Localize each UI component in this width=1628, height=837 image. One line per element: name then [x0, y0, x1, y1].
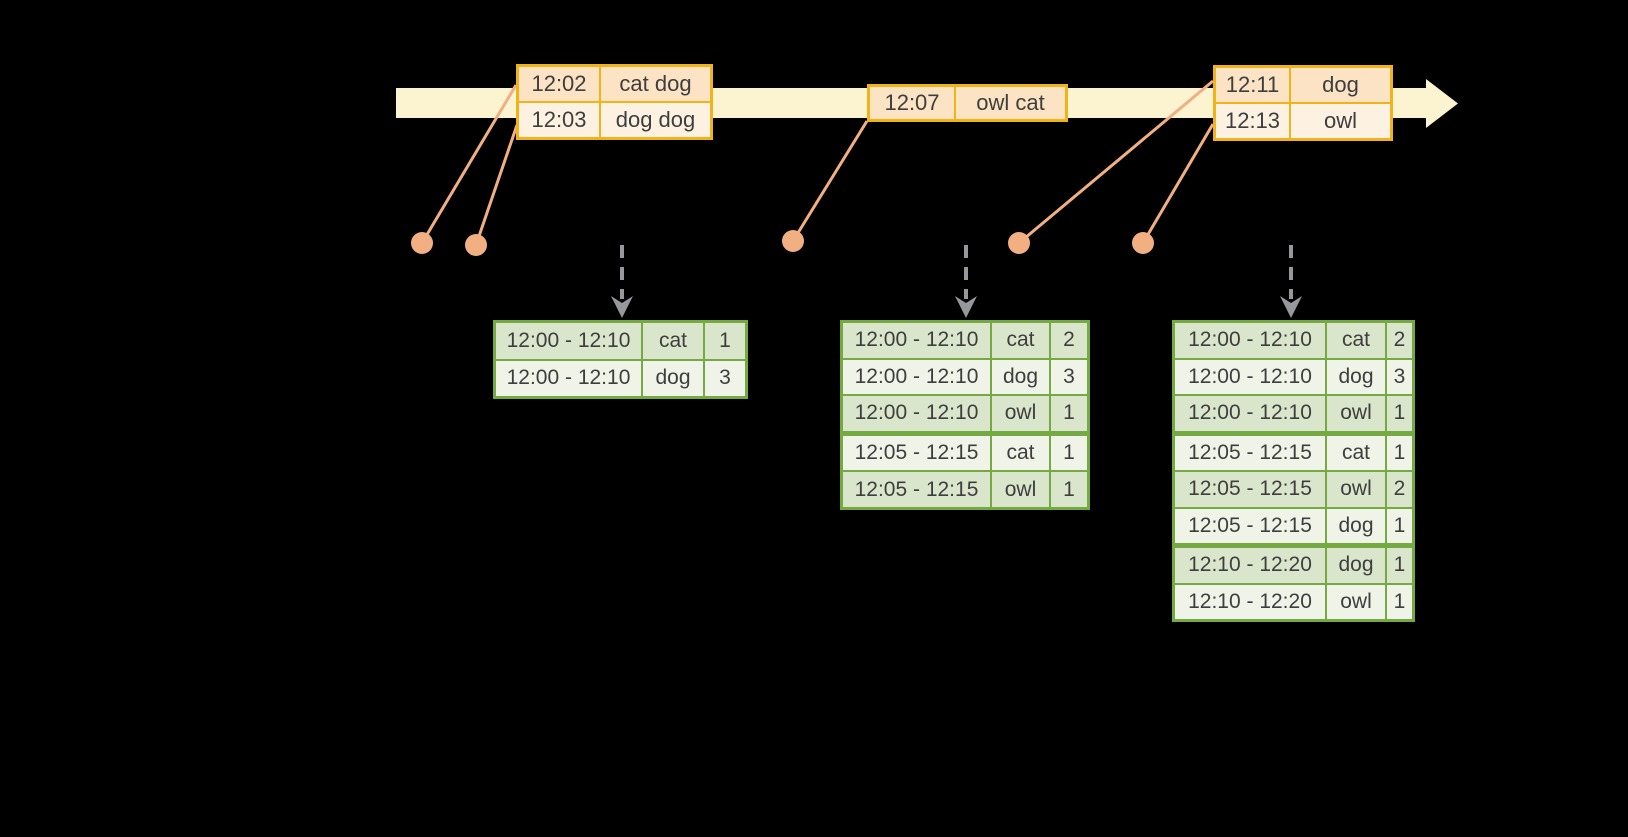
word-cell: dog — [1327, 548, 1385, 583]
count-cell: 1 — [1387, 548, 1412, 583]
window-cell: 12:00 - 12:10 — [843, 359, 990, 395]
window-cell: 12:05 - 12:15 — [1175, 472, 1325, 507]
count-cell: 3 — [705, 360, 745, 396]
window-cell: 12:00 - 12:10 — [843, 323, 990, 358]
event-dot — [1132, 232, 1154, 254]
count-cell: 3 — [1051, 359, 1087, 395]
event-dot — [782, 230, 804, 252]
window-cell: 12:10 - 12:20 — [1175, 584, 1325, 619]
event-connector-line — [474, 124, 519, 246]
event-words-cell: owl — [1291, 104, 1390, 138]
word-cell: cat — [992, 435, 1049, 471]
count-cell: 1 — [1387, 396, 1412, 431]
event-time-cell: 12:03 — [519, 103, 599, 137]
event-time-cell: 12:13 — [1216, 104, 1289, 138]
count-cell: 1 — [705, 323, 745, 359]
word-cell: dog — [1327, 508, 1385, 543]
word-cell: cat — [643, 323, 703, 359]
word-cell: owl — [992, 472, 1049, 507]
count-cell: 2 — [1387, 472, 1412, 507]
count-cell: 1 — [1051, 435, 1087, 471]
event-words-cell: dog — [1291, 68, 1390, 102]
event-time-cell: 12:07 — [870, 87, 954, 119]
event-connector-line — [420, 84, 518, 244]
event-words-cell: cat dog — [601, 67, 710, 101]
window-cell: 12:00 - 12:10 — [843, 396, 990, 431]
trigger-arrows — [611, 245, 1302, 318]
count-cell: 1 — [1387, 508, 1412, 543]
event-dot — [465, 234, 487, 256]
event-dots — [411, 230, 1154, 256]
window-cell: 12:00 - 12:10 — [1175, 323, 1325, 358]
event-words-cell: owl cat — [956, 87, 1065, 119]
word-cell: cat — [992, 323, 1049, 358]
word-cell: owl — [1327, 472, 1385, 507]
word-cell: dog — [1327, 359, 1385, 394]
down-arrow-icon — [1280, 296, 1302, 318]
window-cell: 12:05 - 12:15 — [1175, 435, 1325, 470]
count-cell: 2 — [1387, 323, 1412, 358]
word-cell: owl — [1327, 396, 1385, 431]
count-cell: 3 — [1387, 359, 1412, 394]
axis-arrowhead-icon — [1426, 79, 1458, 128]
down-arrow-icon — [955, 296, 977, 318]
down-arrow-icon — [611, 296, 633, 318]
event-time-cell: 12:11 — [1216, 68, 1289, 102]
count-cell: 1 — [1387, 584, 1412, 619]
window-cell: 12:00 - 12:10 — [1175, 396, 1325, 431]
event-connector-line — [1141, 123, 1215, 244]
word-cell: owl — [992, 396, 1049, 431]
event-time-cell: 12:02 — [519, 67, 599, 101]
count-cell: 1 — [1051, 396, 1087, 431]
window-cell: 12:05 - 12:15 — [843, 472, 990, 507]
event-words-cell: dog dog — [601, 103, 710, 137]
event-dot — [1008, 232, 1030, 254]
window-cell: 12:00 - 12:10 — [1175, 359, 1325, 394]
event-dot — [411, 232, 433, 254]
window-cell: 12:00 - 12:10 — [496, 360, 641, 396]
window-cell: 12:00 - 12:10 — [496, 323, 641, 359]
window-cell: 12:05 - 12:15 — [1175, 508, 1325, 543]
count-cell: 2 — [1051, 323, 1087, 358]
word-cell: dog — [992, 359, 1049, 395]
word-cell: cat — [1327, 435, 1385, 470]
event-connector-line — [791, 120, 869, 242]
word-cell: owl — [1327, 584, 1385, 619]
word-cell: dog — [643, 360, 703, 396]
word-cell: cat — [1327, 323, 1385, 358]
window-cell: 12:05 - 12:15 — [843, 435, 990, 471]
count-cell: 1 — [1051, 472, 1087, 507]
window-cell: 12:10 - 12:20 — [1175, 548, 1325, 583]
count-cell: 1 — [1387, 435, 1412, 470]
